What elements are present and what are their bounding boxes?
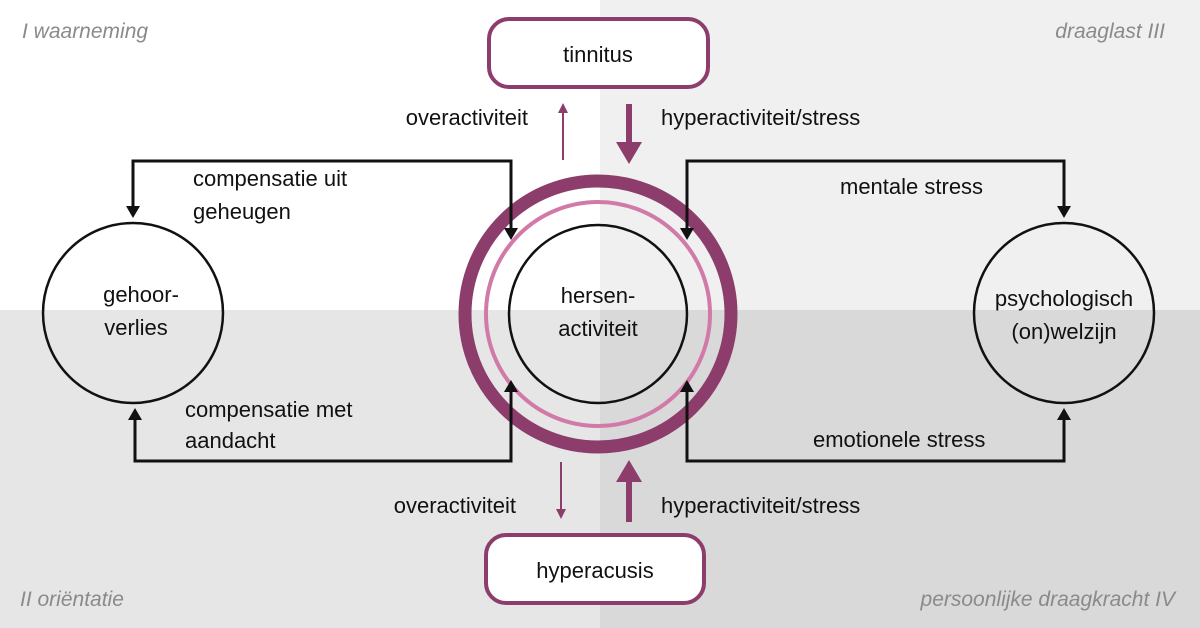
hearing-loss-label-line2: verlies xyxy=(104,315,168,340)
memory-compensation-label-line2: geheugen xyxy=(193,199,291,224)
top-hyperactivity-label: hyperactiviteit/stress xyxy=(661,105,860,130)
wellbeing-circle xyxy=(972,221,1156,405)
quadrant-label-burden: draaglast III xyxy=(1055,20,1165,43)
quadrant-label-capacity: persoonlijke draagkracht IV xyxy=(920,588,1177,611)
memory-compensation-arrowhead-left xyxy=(126,206,140,218)
bottom-overactivity-label: overactiviteit xyxy=(394,493,516,518)
top-hyperactivity-arrow-head xyxy=(616,142,642,164)
hyperacusis-box xyxy=(484,533,706,605)
top-overactivity-label: overactiviteit xyxy=(406,105,528,130)
attention-compensation-label-line1: compensatie met xyxy=(185,397,353,422)
tinnitus-box xyxy=(487,17,710,89)
emotional-stress-arrowhead-center xyxy=(680,380,694,392)
mental-stress-arrowhead-center xyxy=(680,228,694,240)
mental-stress-connector xyxy=(685,159,1066,235)
emotional-stress-arrowhead-right xyxy=(1057,408,1071,420)
attention-compensation-connector xyxy=(133,386,513,463)
emotional-stress-connector xyxy=(685,386,1066,463)
attention-compensation-arrowhead-left xyxy=(128,408,142,420)
bottom-hyperactivity-arrow-head xyxy=(616,460,642,482)
center-label-line1: hersen- xyxy=(561,283,636,308)
mental-stress-arrowhead-right xyxy=(1057,206,1071,218)
memory-compensation-arrowhead-center xyxy=(504,228,518,240)
memory-compensation-label-line1: compensatie uit xyxy=(193,166,347,191)
center-middle-ring xyxy=(484,200,712,428)
emotional-stress-label: emotionele stress xyxy=(813,427,985,452)
center-label-line2: activiteit xyxy=(558,316,637,341)
bottom-hyperactivity-label: hyperactiviteit/stress xyxy=(661,493,860,518)
attention-compensation-arrowhead-center xyxy=(504,380,518,392)
attention-compensation-label-line2: aandacht xyxy=(185,428,276,453)
hyperacusis-label: hyperacusis xyxy=(536,558,653,583)
wellbeing-label-line1: psychologisch xyxy=(995,286,1133,311)
center-inner-circle xyxy=(507,223,689,405)
mental-stress-label: mentale stress xyxy=(840,174,983,199)
quadrant-label-orientation: II oriëntatie xyxy=(20,588,124,611)
quadrant-label-perception: I waarneming xyxy=(22,20,148,43)
wellbeing-label-line2: (on)welzijn xyxy=(1011,319,1116,344)
hearing-loss-circle xyxy=(41,221,225,405)
memory-compensation-connector xyxy=(131,159,513,235)
tinnitus-label: tinnitus xyxy=(563,42,633,67)
center-outer-ring xyxy=(458,174,738,454)
hearing-loss-label-line1: gehoor- xyxy=(103,282,179,307)
